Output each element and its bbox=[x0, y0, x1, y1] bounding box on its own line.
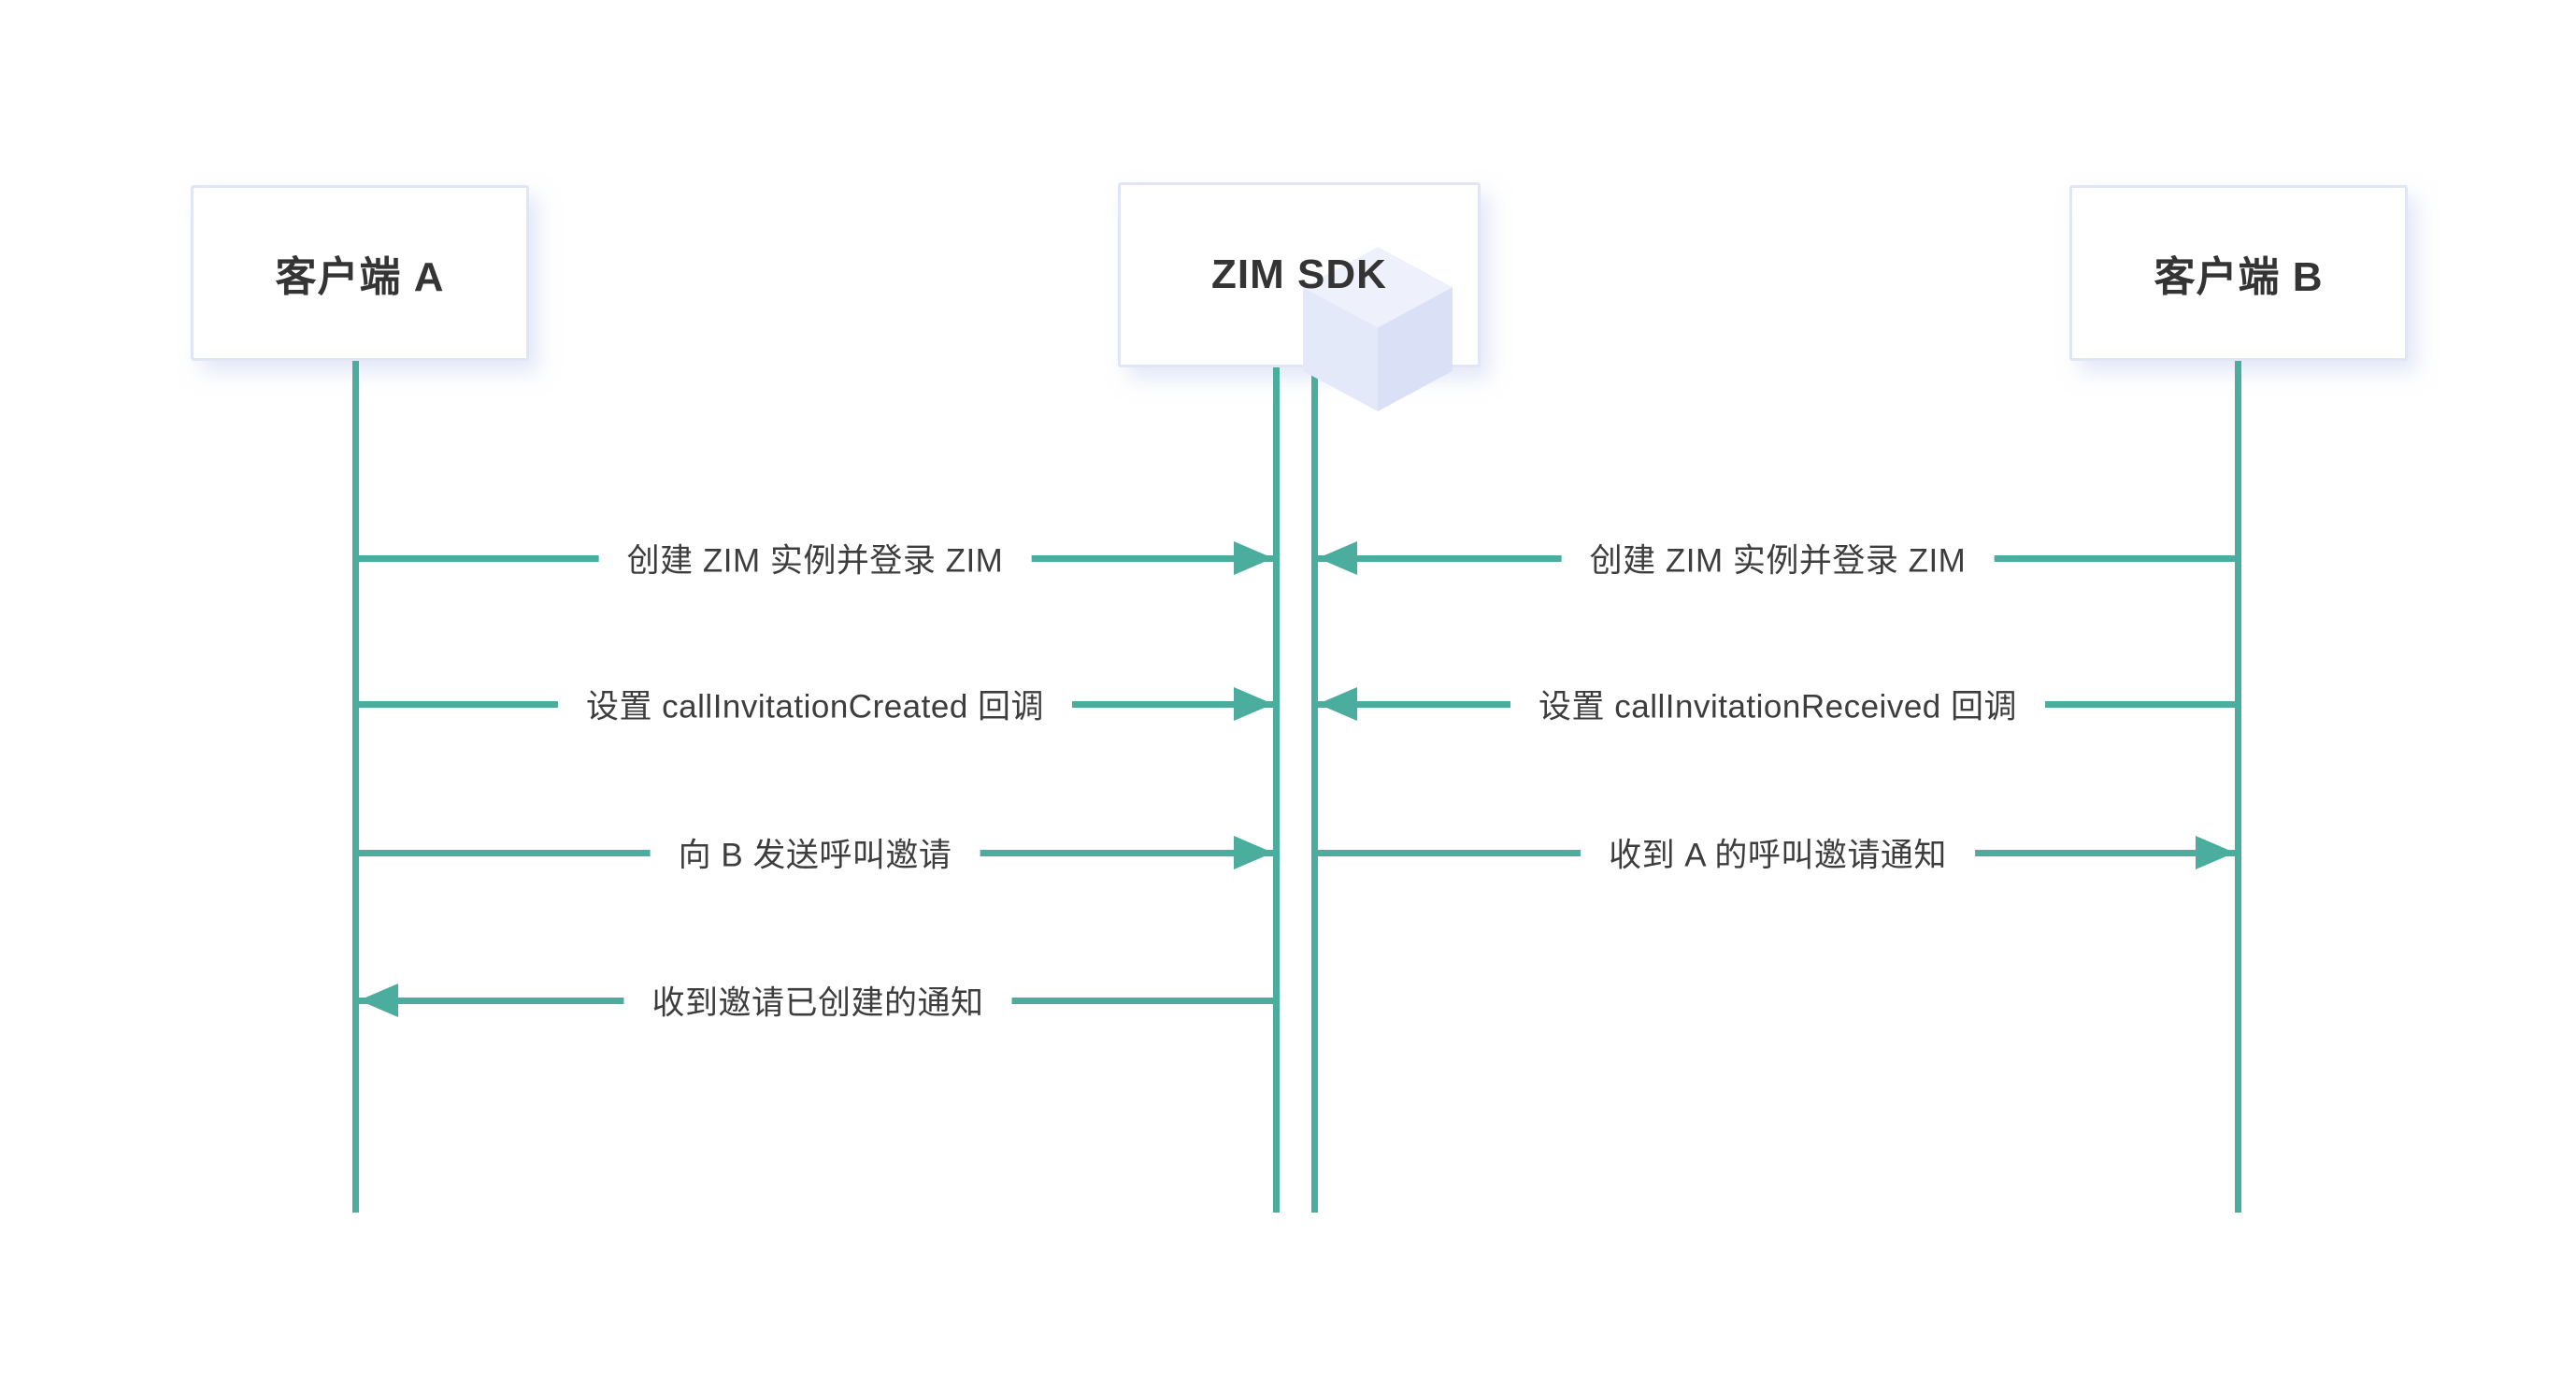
actor-box-client-a: 客户端 A bbox=[191, 185, 529, 361]
lifeline-client-a bbox=[352, 361, 359, 1213]
message-label: 创建 ZIM 实例并登录 ZIM bbox=[1561, 528, 1995, 588]
actor-label-client-a: 客户端 A bbox=[275, 254, 445, 300]
lifeline-zim-sdk-left bbox=[1273, 367, 1280, 1213]
arrowhead-left-icon bbox=[1318, 541, 1357, 575]
arrowhead-left-icon bbox=[1318, 687, 1357, 721]
arrowhead-right-icon bbox=[2196, 836, 2235, 869]
message-label: 收到邀请已创建的通知 bbox=[623, 970, 1012, 1030]
lifeline-client-b bbox=[2235, 361, 2241, 1213]
actor-box-client-b: 客户端 B bbox=[2069, 185, 2408, 361]
message-label: 设置 callInvitationCreated 回调 bbox=[557, 674, 1073, 734]
arrowhead-left-icon bbox=[359, 984, 398, 1017]
actor-label-zim-sdk: ZIM SDK bbox=[1211, 251, 1387, 297]
lifeline-zim-sdk-right bbox=[1311, 367, 1318, 1213]
arrowhead-right-icon bbox=[1234, 836, 1273, 869]
message-label: 设置 callInvitationReceived 回调 bbox=[1510, 674, 2045, 734]
actor-label-client-b: 客户端 B bbox=[2154, 254, 2324, 300]
message-label: 创建 ZIM 实例并登录 ZIM bbox=[598, 528, 1032, 588]
arrowhead-right-icon bbox=[1234, 541, 1273, 575]
message-label: 向 B 发送呼叫邀请 bbox=[650, 823, 980, 883]
arrowhead-right-icon bbox=[1234, 687, 1273, 721]
actor-box-zim-sdk: ZIM SDK bbox=[1118, 182, 1481, 411]
message-label: 收到 A 的呼叫邀请通知 bbox=[1581, 823, 1975, 883]
